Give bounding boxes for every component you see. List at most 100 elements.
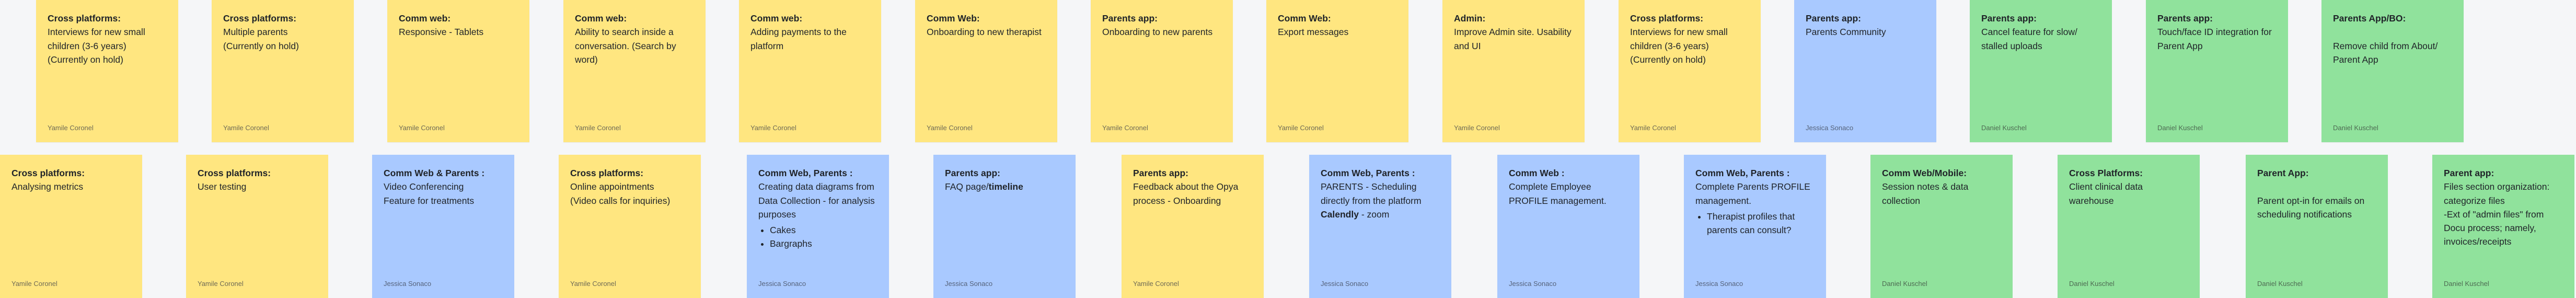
note-author: Yamile Coronel xyxy=(223,123,269,132)
sticky-note[interactable]: Cross platforms:Interviews for new small… xyxy=(1619,0,1761,142)
note-body: Responsive - Tablets xyxy=(399,25,519,39)
sticky-note[interactable]: Comm Web/Mobile: Session notes & data col… xyxy=(1870,155,2013,298)
note-body-text: Onboarding to new therapist xyxy=(927,27,1042,38)
note-body-text: Ability to search inside a conversation.… xyxy=(575,27,676,65)
sticky-note[interactable]: Cross Platforms: Client clinical data war… xyxy=(2058,155,2200,298)
note-author: Yamile Coronel xyxy=(575,123,621,132)
note-title: Cross platforms: xyxy=(11,168,85,178)
sticky-note[interactable]: Cross platforms:Interviews for new small… xyxy=(36,0,178,142)
note-author: Yamile Coronel xyxy=(1133,279,1179,288)
note-body-bold: Calendly xyxy=(1321,209,1359,220)
note-author: Yamile Coronel xyxy=(1630,123,1676,132)
note-bullet-item: Bargraphs xyxy=(770,237,879,250)
note-body: Interviews for new small children (3-6 y… xyxy=(1630,25,1750,66)
sticky-note[interactable]: Comm Web, Parents :PARENTS - Scheduling … xyxy=(1309,155,1451,298)
note-body-text: Export messages xyxy=(1278,27,1349,38)
note-body-text: FAQ page/ xyxy=(945,181,989,192)
note-author: Yamile Coronel xyxy=(48,123,94,132)
sticky-note[interactable]: Cross platforms: Online appointments (Vid… xyxy=(559,155,701,298)
note-title: Comm web: xyxy=(399,13,451,24)
sticky-note[interactable]: Comm web: Adding payments to the platform… xyxy=(739,0,881,142)
note-body: Creating data diagrams from Data Collect… xyxy=(758,180,879,221)
note-body: Adding payments to the platform xyxy=(750,25,871,53)
note-body-text: Interviews for new small children (3-6 y… xyxy=(1630,27,1728,65)
note-title: Parents app: xyxy=(1981,13,2037,24)
note-body-text: Complete Employee PROFILE management. xyxy=(1509,181,1607,206)
note-title: Cross platforms: xyxy=(198,168,271,178)
note-body-text: Responsive - Tablets xyxy=(399,27,484,38)
sticky-note[interactable]: Comm Web : Complete Employee PROFILE mana… xyxy=(1497,155,1639,298)
note-title: Comm Web/Mobile: xyxy=(1882,168,1967,178)
note-body: PARENTS - Scheduling directly from the p… xyxy=(1321,180,1441,221)
note-body: Complete Parents PROFILE management. xyxy=(1695,180,1816,208)
note-title: Parents App/BO: xyxy=(2333,13,2406,24)
note-title: Parents app: xyxy=(1806,13,1861,24)
note-body: Remove child from About/ Parent App xyxy=(2333,25,2453,66)
note-body: Parent opt-in for emails on scheduling n… xyxy=(2257,180,2377,221)
sticky-note[interactable]: Cross platforms:Multiple parents (Curren… xyxy=(212,0,354,142)
sticky-note[interactable]: Parents app: Cancel feature for slow/ sta… xyxy=(1970,0,2112,142)
note-title: Comm web: xyxy=(750,13,803,24)
note-body: Complete Employee PROFILE management. xyxy=(1509,180,1629,208)
sticky-note[interactable]: Comm web: Ability to search inside a conv… xyxy=(563,0,706,142)
sticky-note[interactable]: Parent App: Parent opt-in for emails on … xyxy=(2246,155,2388,298)
sticky-note[interactable]: Parents app: Touch/face ID integration fo… xyxy=(2146,0,2288,142)
note-body-text: Touch/face ID integration for Parent App xyxy=(2157,27,2272,51)
note-author: Daniel Kuschel xyxy=(2257,279,2303,288)
note-body-text: Video Conferencing Feature for treatment… xyxy=(384,181,475,206)
note-body-text: Remove child from About/ Parent App xyxy=(2333,40,2438,65)
sticky-note[interactable]: Parents App/BO: Remove child from About/… xyxy=(2321,0,2464,142)
sticky-note[interactable]: Admin:Improve Admin site. Usability and … xyxy=(1442,0,1585,142)
note-body: User testing xyxy=(198,180,318,193)
note-body-text: Analysing metrics xyxy=(11,181,84,192)
note-title: Comm Web, Parents : xyxy=(758,168,853,178)
note-body: Files section organization: categorize f… xyxy=(2444,180,2564,248)
note-body: Parents Community xyxy=(1806,25,1926,39)
note-body-text: Cancel feature for slow/ stalled uploads xyxy=(1981,27,2077,51)
sticky-note[interactable]: Comm Web & Parents :Video Conferencing F… xyxy=(372,155,514,298)
note-body: Ability to search inside a conversation.… xyxy=(575,25,695,66)
note-author: Jessica Sonaco xyxy=(384,279,432,288)
note-body: Analysing metrics xyxy=(11,180,132,193)
note-body-text: Files section organization: categorize f… xyxy=(2444,181,2550,247)
note-title: Cross platforms: xyxy=(570,168,644,178)
note-body-text: Improve Admin site. Usability and UI xyxy=(1454,27,1572,51)
note-title: Comm web: xyxy=(575,13,627,24)
note-author: Daniel Kuschel xyxy=(2157,123,2203,132)
sticky-note[interactable]: Comm Web, Parents : Creating data diagram… xyxy=(747,155,889,298)
note-body-bold: timeline xyxy=(988,181,1023,192)
note-body: Onboarding to new therapist xyxy=(927,25,1047,39)
note-author: Jessica Sonaco xyxy=(1806,123,1854,132)
note-title: Parents app: xyxy=(2157,13,2213,24)
note-body-text: Parents Community xyxy=(1806,27,1886,38)
note-body-text: Client clinical data warehouse xyxy=(2069,181,2143,206)
note-title: Parents app: xyxy=(945,168,1000,178)
note-title: Comm Web : xyxy=(1509,168,1565,178)
note-body-text: Interviews for new small children (3-6 y… xyxy=(48,27,145,65)
note-title: Cross Platforms: xyxy=(2069,168,2143,178)
note-body: Cancel feature for slow/ stalled uploads xyxy=(1981,25,2101,53)
sticky-note[interactable]: Parent app:Files section organization: c… xyxy=(2432,155,2574,298)
sticky-note[interactable]: Comm Web, Parents :Complete Parents PROF… xyxy=(1684,155,1826,298)
note-author: Yamile Coronel xyxy=(750,123,796,132)
note-body-text: Adding payments to the platform xyxy=(750,27,847,51)
sticky-note[interactable]: Parents app:Feedback about the Opya proc… xyxy=(1122,155,1264,298)
note-author: Jessica Sonaco xyxy=(1509,279,1557,288)
note-bullet-list: Therapist profiles that parents can cons… xyxy=(1695,210,1816,237)
note-body-text: Complete Parents PROFILE management. xyxy=(1695,181,1810,206)
note-body-text: Creating data diagrams from Data Collect… xyxy=(758,181,875,220)
note-bullet-item: Cakes xyxy=(770,223,879,237)
note-author: Daniel Kuschel xyxy=(2333,123,2378,132)
note-body: Online appointments (Video calls for inq… xyxy=(570,180,690,208)
note-title: Cross platforms: xyxy=(223,13,297,24)
note-body-text: Session notes & data collection xyxy=(1882,181,1969,206)
note-body-tail: - zoom xyxy=(1358,209,1390,220)
